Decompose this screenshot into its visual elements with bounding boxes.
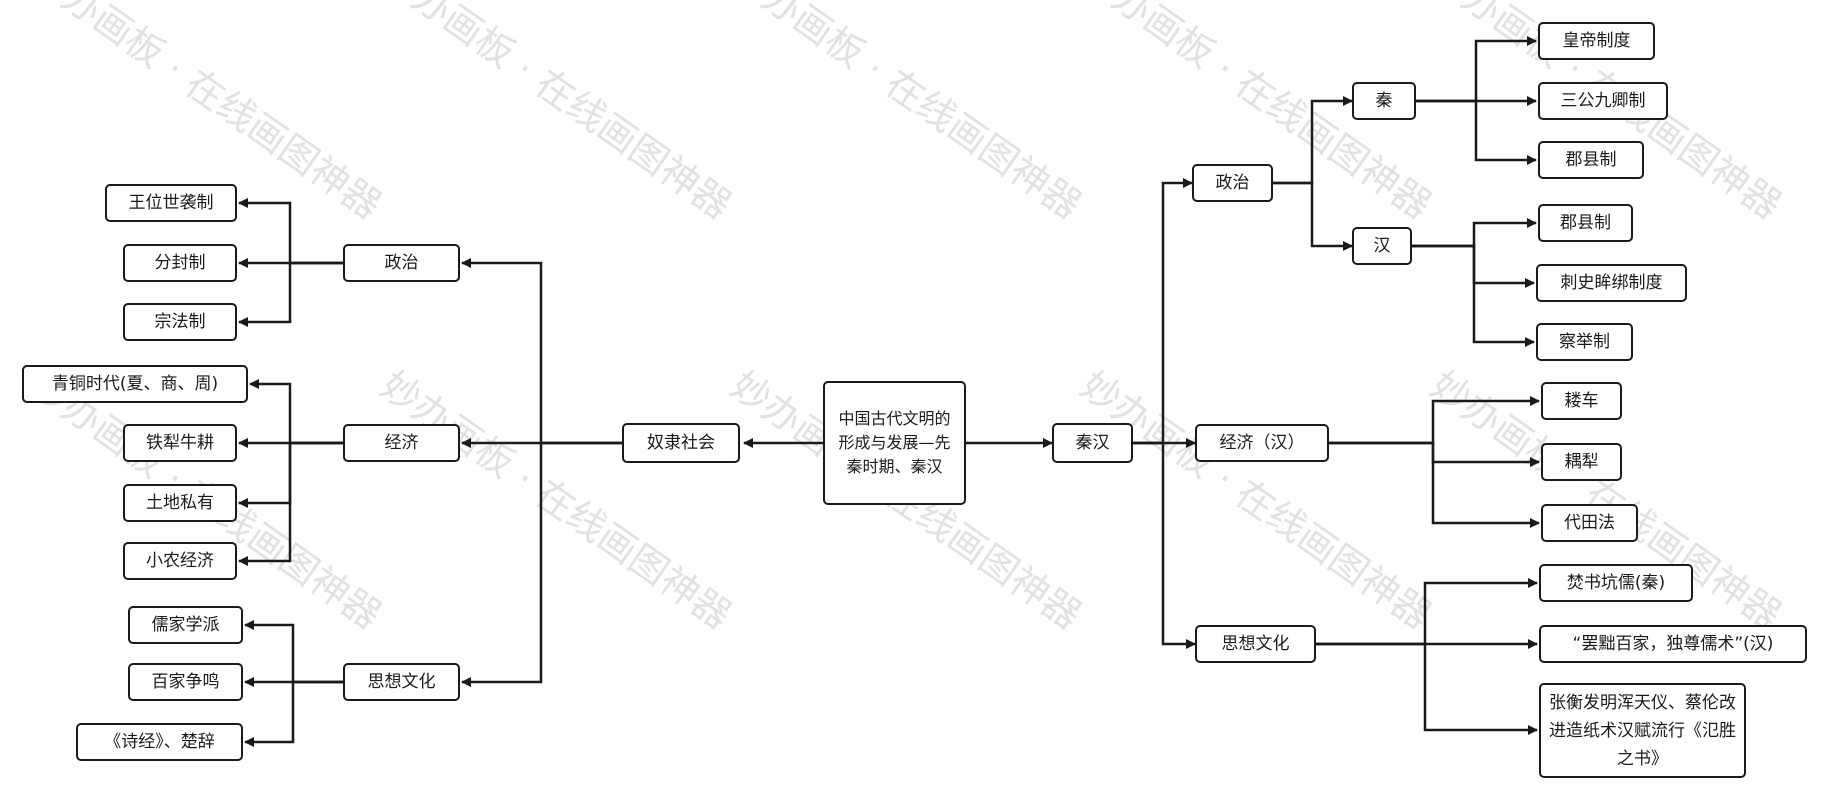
- han-node[interactable]: 汉: [1352, 227, 1412, 265]
- edge-politics-qin: [1273, 96, 1353, 185]
- edge-econ-han-item: [1329, 441, 1540, 528]
- edge-han-item: [1412, 244, 1535, 347]
- edge-politics-han: [1273, 181, 1353, 251]
- edge-right-culture-item: [1316, 642, 1538, 735]
- leaf-seed-drill[interactable]: 耧车: [1541, 382, 1622, 420]
- edge-left-culture-item: [244, 680, 343, 747]
- leaf-hundred-schools[interactable]: 百家争鸣: [128, 663, 243, 701]
- leaf-confucianism-only[interactable]: “罢黜百家，独尊儒术”(汉): [1539, 625, 1807, 663]
- leaf-burning-books[interactable]: 焚书坑儒(秦): [1539, 564, 1693, 602]
- edge-qin-item: [1416, 99, 1537, 165]
- right-culture-node[interactable]: 思想文化: [1195, 625, 1316, 663]
- edge-left-politics-item: [238, 261, 343, 327]
- qin-node[interactable]: 秦: [1352, 82, 1416, 120]
- leaf-enfeoffment[interactable]: 分封制: [123, 244, 237, 282]
- leaf-three-lords-nine-ministers[interactable]: 三公九卿制: [1538, 82, 1668, 120]
- edge-left-culture-item: [244, 620, 343, 684]
- edge-qinhan-culture: [1133, 441, 1196, 649]
- right-economy-node[interactable]: 经济（汉）: [1195, 424, 1329, 462]
- leaf-alternating-field[interactable]: 代田法: [1541, 504, 1638, 542]
- leaf-book-of-songs[interactable]: 《诗经》、楚辞: [76, 723, 243, 761]
- leaf-small-peasant-economy[interactable]: 小农经济: [123, 542, 237, 580]
- edge-left-economy-item: [249, 379, 343, 445]
- left-culture-node[interactable]: 思想文化: [343, 663, 460, 701]
- leaf-paired-plow[interactable]: 耦犁: [1541, 443, 1622, 481]
- left-economy-node[interactable]: 经济: [343, 424, 460, 462]
- leaf-iron-plow[interactable]: 铁犁牛耕: [123, 424, 237, 462]
- edge-right-culture-item: [1316, 578, 1538, 646]
- qinhan-node[interactable]: 秦汉: [1052, 423, 1133, 463]
- edge-slavery-culture: [461, 441, 622, 687]
- leaf-bronze-age[interactable]: 青铜时代(夏、商、周): [22, 365, 248, 403]
- slavery-society-node[interactable]: 奴隶社会: [622, 423, 740, 463]
- edge-econ-han-item: [1329, 396, 1540, 445]
- leaf-han-achievements[interactable]: 张衡发明浑天仪、蔡伦改进造纸术汉赋流行《氾胜之书》: [1539, 683, 1746, 778]
- leaf-patriarchal-clan[interactable]: 宗法制: [123, 303, 237, 341]
- edge-slavery-politics: [461, 258, 622, 445]
- leaf-emperor-system[interactable]: 皇帝制度: [1538, 22, 1655, 60]
- leaf-private-land[interactable]: 土地私有: [123, 484, 237, 522]
- leaf-commandery-county-han[interactable]: 郡县制: [1538, 204, 1633, 242]
- edge-qin-item: [1416, 36, 1537, 103]
- leaf-recommendation-system[interactable]: 察举制: [1536, 323, 1633, 361]
- edge-qinhan-politics: [1133, 178, 1193, 445]
- root-node[interactable]: 中国古代文明的形成与发展—先秦时期、秦汉: [823, 381, 966, 505]
- leaf-confucian-school[interactable]: 儒家学派: [128, 606, 243, 644]
- leaf-hereditary-throne[interactable]: 王位世袭制: [105, 184, 237, 222]
- edge-han-item: [1412, 218, 1537, 248]
- leaf-inspector-system[interactable]: 刺史眸绑制度: [1536, 264, 1687, 302]
- right-politics-node[interactable]: 政治: [1192, 164, 1273, 202]
- edge-left-politics-item: [238, 198, 343, 265]
- edge-left-economy-item: [238, 441, 343, 566]
- leaf-commandery-county-qin[interactable]: 郡县制: [1538, 141, 1644, 179]
- left-politics-node[interactable]: 政治: [343, 244, 460, 282]
